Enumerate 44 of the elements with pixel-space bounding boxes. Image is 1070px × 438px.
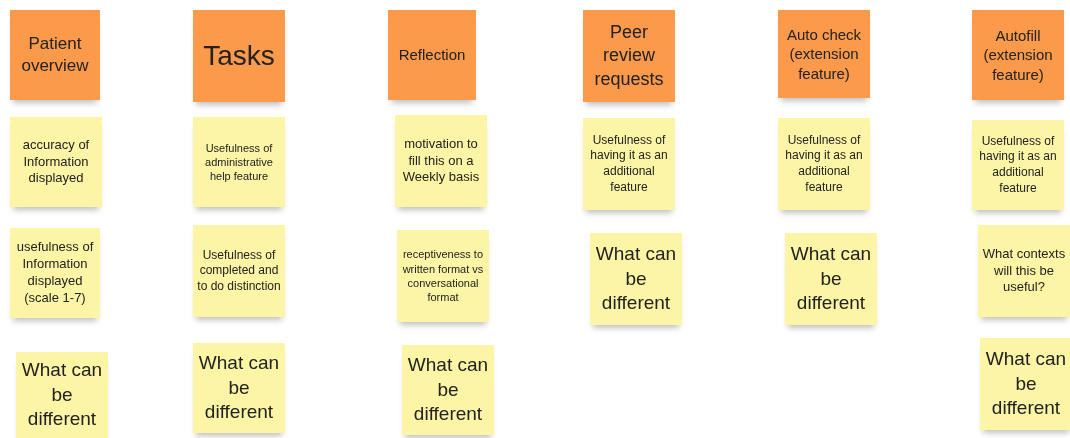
sticky-note (388, 10, 476, 100)
note-text: What contexts will this be useful? (982, 245, 1066, 297)
sticky-note (785, 233, 877, 325)
note-heading: Peer review requests (593, 20, 665, 91)
note-heading: Reflection (398, 45, 466, 65)
note-heading: Autofill (extension feature) (982, 25, 1054, 85)
sticky-note (10, 228, 100, 318)
note-text: What can be different (406, 352, 490, 427)
sticky-note (397, 230, 489, 322)
sticky-note (193, 117, 285, 207)
sticky-note (10, 117, 102, 207)
note-text: What can be different (197, 350, 281, 425)
note-text: accuracy of Information displayed (21, 136, 91, 188)
sticky-note (16, 352, 108, 438)
sticky-note (10, 10, 100, 100)
note-text: Usefulness of having it as an additional feature (784, 132, 864, 196)
note-text: What can be different (594, 241, 678, 316)
note-text: motivation to fill this on a Weekly basis (401, 135, 481, 187)
note-text: What can be different (20, 357, 104, 432)
sticky-note (980, 338, 1070, 430)
sticky-note (778, 10, 870, 98)
sticky-note (193, 225, 285, 317)
sticky-note (402, 345, 494, 435)
note-heading: Patient overview (20, 32, 90, 77)
note-text: What can be different (984, 346, 1068, 421)
sticky-note (193, 343, 285, 433)
sticky-note (778, 118, 870, 210)
note-text: Usefulness of having it as an additional feature (589, 132, 669, 196)
note-text: Usefulness of completed and to do distinction (197, 247, 281, 295)
sticky-note (583, 118, 675, 210)
note-text: usefulness of Information displayed (scale 1-7) (15, 239, 95, 307)
note-text: Usefulness of having it as an additional feature (978, 133, 1058, 197)
note-heading: Auto check (extension feature) (785, 24, 863, 84)
sticky-note (193, 10, 285, 102)
sticky-note (972, 10, 1064, 100)
sticky-note (978, 225, 1070, 317)
sticky-note (972, 120, 1064, 210)
note-text: Usefulness of administrative help feature (204, 140, 274, 184)
note-heading: Tasks (203, 38, 275, 73)
note-text: receptiveness to written format vs conversational format (401, 247, 485, 305)
sticky-note (395, 115, 487, 207)
sticky-note (590, 233, 682, 325)
note-text: What can be different (789, 241, 873, 316)
sticky-note (583, 10, 675, 102)
